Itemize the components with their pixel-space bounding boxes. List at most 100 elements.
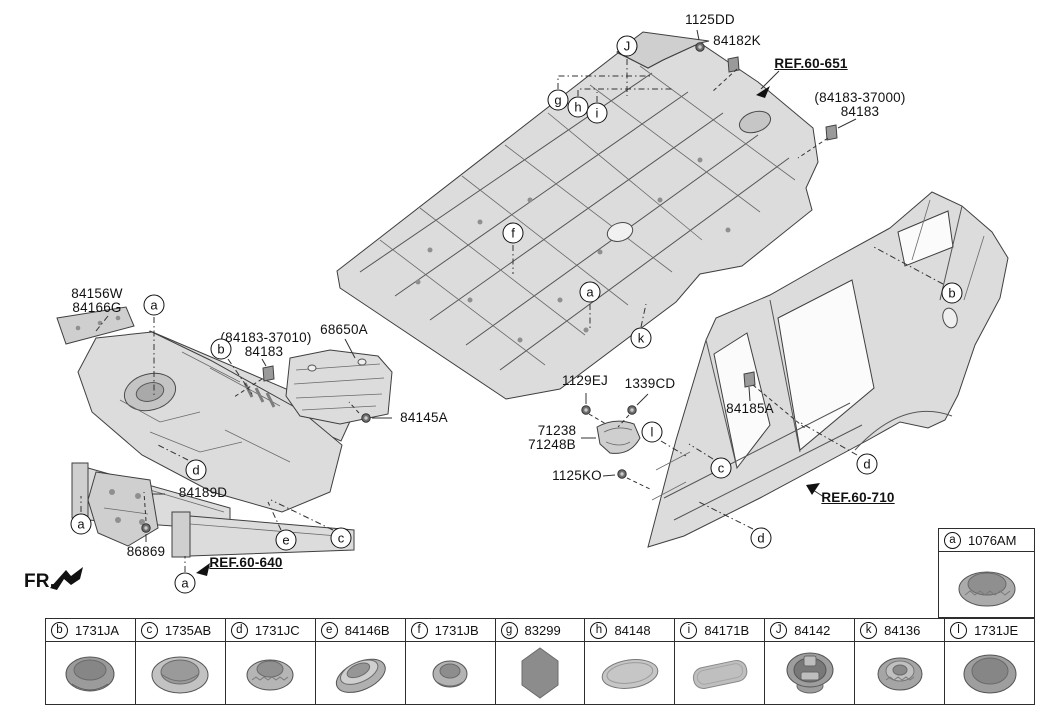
ref-link-60-651[interactable]: REF.60-651 bbox=[774, 56, 848, 71]
callout-marker-c: c bbox=[330, 527, 352, 549]
part-label-1339cd[interactable]: 1339CD bbox=[624, 376, 676, 391]
legend-cell-g[interactable]: g 83299 bbox=[495, 619, 586, 704]
legend-cell-j[interactable]: J 84142 bbox=[765, 619, 856, 704]
callout-marker-a: a bbox=[143, 294, 165, 316]
legend-table: b 1731JA c 1735AB bbox=[45, 618, 1035, 705]
leader-lines bbox=[80, 29, 944, 576]
ref-link-60-710[interactable]: REF.60-710 bbox=[821, 490, 895, 505]
plug-round-large-icon bbox=[945, 642, 1034, 704]
callout-marker-j: J bbox=[616, 35, 638, 57]
callout-marker-d: d bbox=[856, 453, 878, 475]
callout-marker-d: d bbox=[185, 459, 207, 481]
callout-marker-k: k bbox=[630, 327, 652, 349]
part-label-1129ej[interactable]: 1129EJ bbox=[562, 373, 608, 388]
callout-marker-c: c bbox=[710, 457, 732, 479]
cowl-apron-illustration bbox=[56, 306, 355, 558]
part-label-71238[interactable]: 71238 bbox=[537, 423, 577, 438]
part-label-84145a[interactable]: 84145A bbox=[400, 410, 448, 425]
legend-part-number: 1731JC bbox=[254, 622, 300, 638]
side-body-illustration bbox=[647, 191, 1009, 548]
legend-part-number: 84142 bbox=[794, 622, 831, 638]
callout-marker-b: b bbox=[210, 338, 232, 360]
part-label-1125ko[interactable]: 1125KO bbox=[552, 468, 602, 483]
legend-letter-badge: b bbox=[51, 621, 68, 639]
legend-cell-c[interactable]: c 1735AB bbox=[135, 619, 226, 704]
legend-part-number: 1731JA bbox=[75, 622, 120, 638]
legend-letter-badge: g bbox=[500, 621, 518, 639]
legend-part-number: 1731JB bbox=[434, 622, 479, 638]
part-label-84183-37010[interactable]: (84183-37010) bbox=[220, 330, 312, 345]
part-label-84183-37000[interactable]: (84183-37000) bbox=[814, 90, 906, 105]
legend-cell-l[interactable]: l 1731JE bbox=[945, 619, 1034, 704]
callout-marker-a: a bbox=[174, 572, 196, 594]
ref-link-60-640[interactable]: REF.60-640 bbox=[209, 555, 283, 570]
legend-letter-badge: c bbox=[140, 621, 158, 639]
legend-cell-k[interactable]: k 84136 bbox=[855, 619, 946, 704]
callout-marker-g: g bbox=[547, 89, 569, 111]
legend-cell-i[interactable]: i 84171B bbox=[675, 619, 766, 704]
pad-oval-icon bbox=[585, 642, 674, 704]
legend-cell-h[interactable]: h 84148 bbox=[585, 619, 676, 704]
part-label-84185a[interactable]: 84185A bbox=[726, 401, 774, 416]
bolt-1339cd bbox=[627, 405, 637, 415]
callout-marker-a: a bbox=[70, 513, 92, 535]
part-label-86869[interactable]: 86869 bbox=[126, 544, 166, 559]
part-label-68650a[interactable]: 68650A bbox=[320, 322, 368, 337]
floor-pan-illustration bbox=[336, 31, 819, 400]
legend-part-number: 83299 bbox=[524, 622, 561, 638]
legend-letter-badge: i bbox=[680, 621, 698, 639]
legend-letter-badge: J bbox=[770, 621, 788, 639]
pad-marker-84182k bbox=[727, 56, 740, 73]
part-label-84166g[interactable]: 84166G bbox=[72, 300, 122, 315]
legend-letter-badge: d bbox=[230, 621, 248, 639]
fender-insulator-illustration bbox=[596, 420, 641, 454]
legend-cell-f[interactable]: f 1731JB bbox=[405, 619, 496, 704]
part-label-84183-rear[interactable]: 84183 bbox=[840, 104, 880, 119]
plug-round-cap-icon bbox=[46, 642, 135, 704]
legend-letter-badge: f bbox=[410, 621, 428, 639]
legend-part-number: 1076AM bbox=[968, 532, 1017, 548]
legend-part-number: 84136 bbox=[884, 622, 921, 638]
callout-marker-e: e bbox=[275, 529, 297, 551]
legend-part-number: 84146B bbox=[344, 622, 390, 638]
callout-marker-a: a bbox=[579, 281, 601, 303]
callout-marker-b: b bbox=[941, 282, 963, 304]
legend-cell-d[interactable]: d 1731JC bbox=[225, 619, 316, 704]
part-label-71248b[interactable]: 71248B bbox=[528, 437, 576, 452]
fr-direction-arrow-icon bbox=[50, 567, 83, 590]
legend-letter-badge: a bbox=[944, 531, 961, 549]
bolt-86869 bbox=[141, 523, 151, 533]
callout-marker-f: f bbox=[502, 222, 524, 244]
legend-box-a[interactable]: a 1076AM bbox=[938, 528, 1035, 618]
pad-hexagon-icon bbox=[496, 642, 585, 704]
plug-dome-ribbed-icon bbox=[939, 552, 1034, 617]
part-label-84182k[interactable]: 84182K bbox=[713, 33, 761, 48]
legend-part-number: 84171B bbox=[704, 622, 750, 638]
part-label-84183-front[interactable]: 84183 bbox=[244, 344, 284, 359]
fr-label: FR. bbox=[24, 571, 56, 592]
plug-cup-icon bbox=[136, 642, 225, 704]
legend-part-number: 1735AB bbox=[164, 622, 212, 638]
bolt-1125ko bbox=[617, 469, 627, 479]
heat-shield-illustration bbox=[285, 349, 393, 425]
part-label-84156w[interactable]: 84156W bbox=[71, 286, 123, 301]
legend-cell-b[interactable]: b 1731JA bbox=[46, 619, 136, 704]
legend-letter-badge: h bbox=[590, 621, 608, 639]
part-label-84189d[interactable]: 84189D bbox=[178, 485, 228, 500]
callout-marker-i: i bbox=[586, 102, 608, 124]
callout-marker-d: d bbox=[750, 527, 772, 549]
part-label-1125dd[interactable]: 1125DD bbox=[685, 12, 735, 27]
legend-part-number: 1731JE bbox=[974, 622, 1019, 638]
legend-letter-badge: e bbox=[320, 621, 338, 639]
pad-marker-84183-front bbox=[262, 365, 275, 382]
plug-round-small-icon bbox=[406, 642, 495, 704]
callout-marker-l: l bbox=[641, 421, 663, 443]
legend-letter-badge: l bbox=[950, 621, 968, 639]
plug-clip-round-icon bbox=[765, 642, 854, 704]
plug-oval-stacked-icon bbox=[316, 642, 405, 704]
legend-cell-e[interactable]: e 84146B bbox=[315, 619, 406, 704]
plug-ribbed-round-icon bbox=[855, 642, 944, 704]
plug-dome-icon bbox=[226, 642, 315, 704]
